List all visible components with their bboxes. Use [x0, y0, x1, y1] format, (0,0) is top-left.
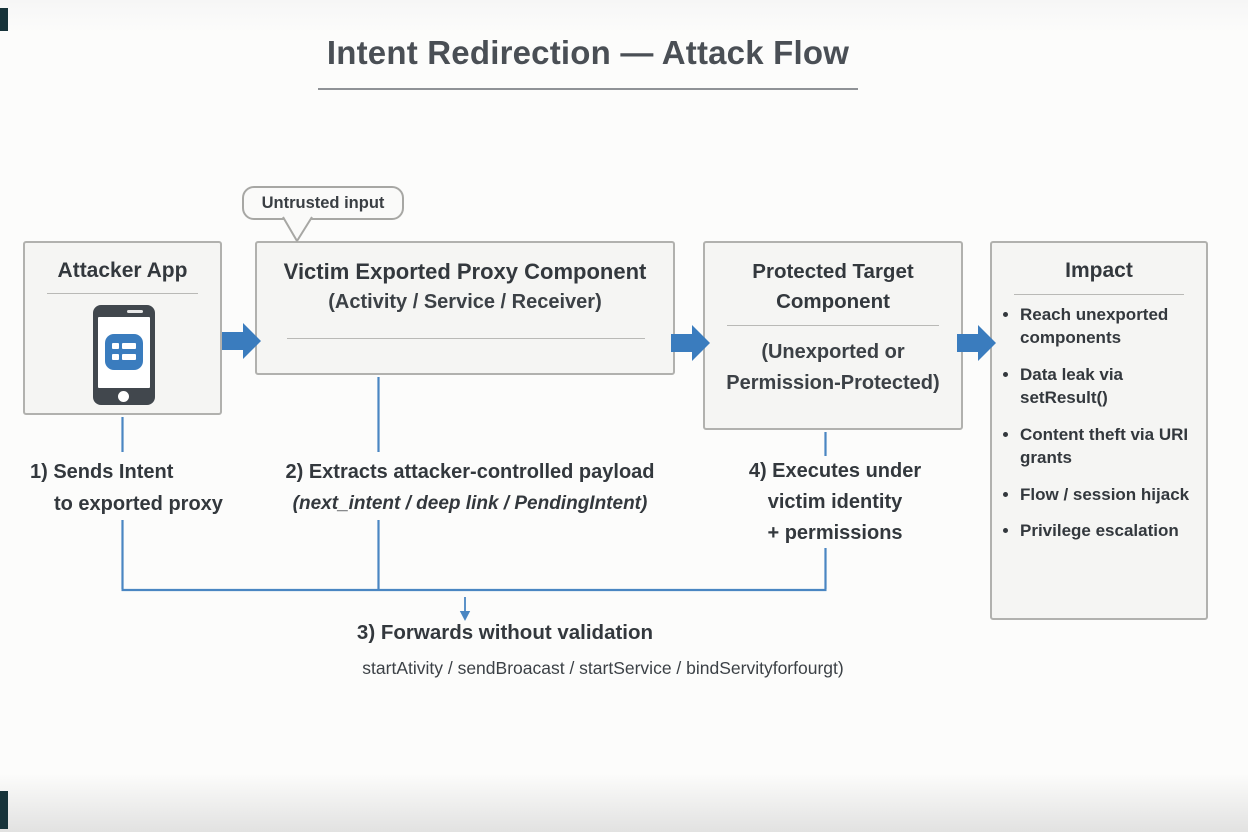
callout-label: Untrusted input — [261, 193, 385, 212]
edge-artifact-bottom — [0, 791, 8, 829]
app-list-icon — [105, 334, 143, 370]
attacker-app-box: Attacker App — [23, 241, 222, 415]
victim-proxy-subtitle: (Activity / Service / Receiver) — [328, 291, 602, 313]
attacker-title-rule — [47, 293, 198, 294]
impact-bullet: Content theft via URI grants — [1020, 423, 1196, 470]
step4-label: 4) Executes under victim identity + perm… — [748, 460, 922, 544]
phone-screen — [98, 317, 150, 388]
impact-bullet: Reach unexported components — [1020, 303, 1196, 350]
untrusted-input-callout: Untrusted input — [242, 186, 404, 220]
callout-tail-stroke — [282, 216, 313, 242]
victim-proxy-title: Victim Exported Proxy Component — [283, 259, 647, 284]
impact-title-rule — [1014, 294, 1184, 295]
victim-proxy-rule — [287, 338, 645, 339]
impact-bullet: Data leak via setResult() — [1020, 363, 1196, 410]
step1-label: 1) Sends Intent to exported proxy — [30, 461, 223, 515]
protected-target-title: Protected Target Component — [752, 260, 914, 313]
edge-artifact-top — [0, 8, 8, 31]
impact-bullet: Flow / session hijack — [1020, 483, 1196, 506]
impact-box: Impact Reach unexported components Data … — [990, 241, 1208, 620]
phone-speaker — [127, 310, 143, 313]
protected-target-box: Protected Target Component (Unexported o… — [703, 241, 963, 430]
step3-api-list: startAtivity / sendBroacast / startServi… — [362, 658, 844, 678]
step3-arrow-head — [459, 611, 471, 621]
page-title: Intent Redirection — Attack Flow — [326, 34, 850, 71]
step2-label: 2) Extracts attacker-controlled payload … — [285, 461, 655, 514]
callout-tail — [282, 217, 313, 242]
victim-proxy-box: Victim Exported Proxy Component (Activit… — [255, 241, 675, 375]
phone-icon — [93, 305, 155, 405]
impact-bullet-list: Reach unexported components Data leak vi… — [992, 303, 1206, 543]
impact-title: Impact — [1065, 259, 1133, 282]
phone-home-button — [118, 391, 129, 402]
protected-target-subtitle: (Unexported or Permission-Protected) — [726, 341, 940, 394]
title-underline — [318, 88, 858, 90]
step3-label: 3) Forwards without validation — [356, 621, 654, 644]
impact-bullet: Privilege escalation — [1020, 519, 1196, 542]
attacker-app-title: Attacker App — [57, 259, 188, 282]
protected-target-rule — [727, 325, 939, 326]
